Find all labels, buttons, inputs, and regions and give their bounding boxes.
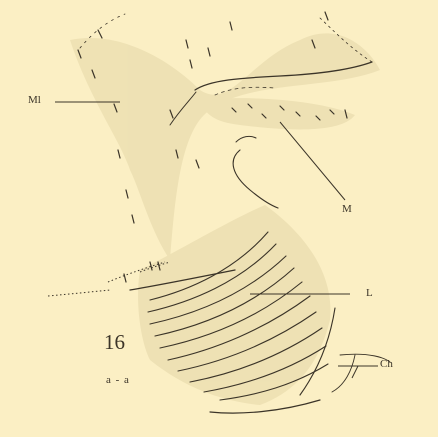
leader-ch-tick (352, 366, 358, 378)
label-m: M (342, 203, 352, 215)
leader-m (280, 122, 345, 200)
label-l: L (366, 287, 373, 299)
label-ml: Ml (28, 94, 41, 106)
figure-number: 16 (104, 330, 125, 355)
section-label: a - a (106, 374, 130, 386)
label-ch: Ch (380, 358, 393, 370)
